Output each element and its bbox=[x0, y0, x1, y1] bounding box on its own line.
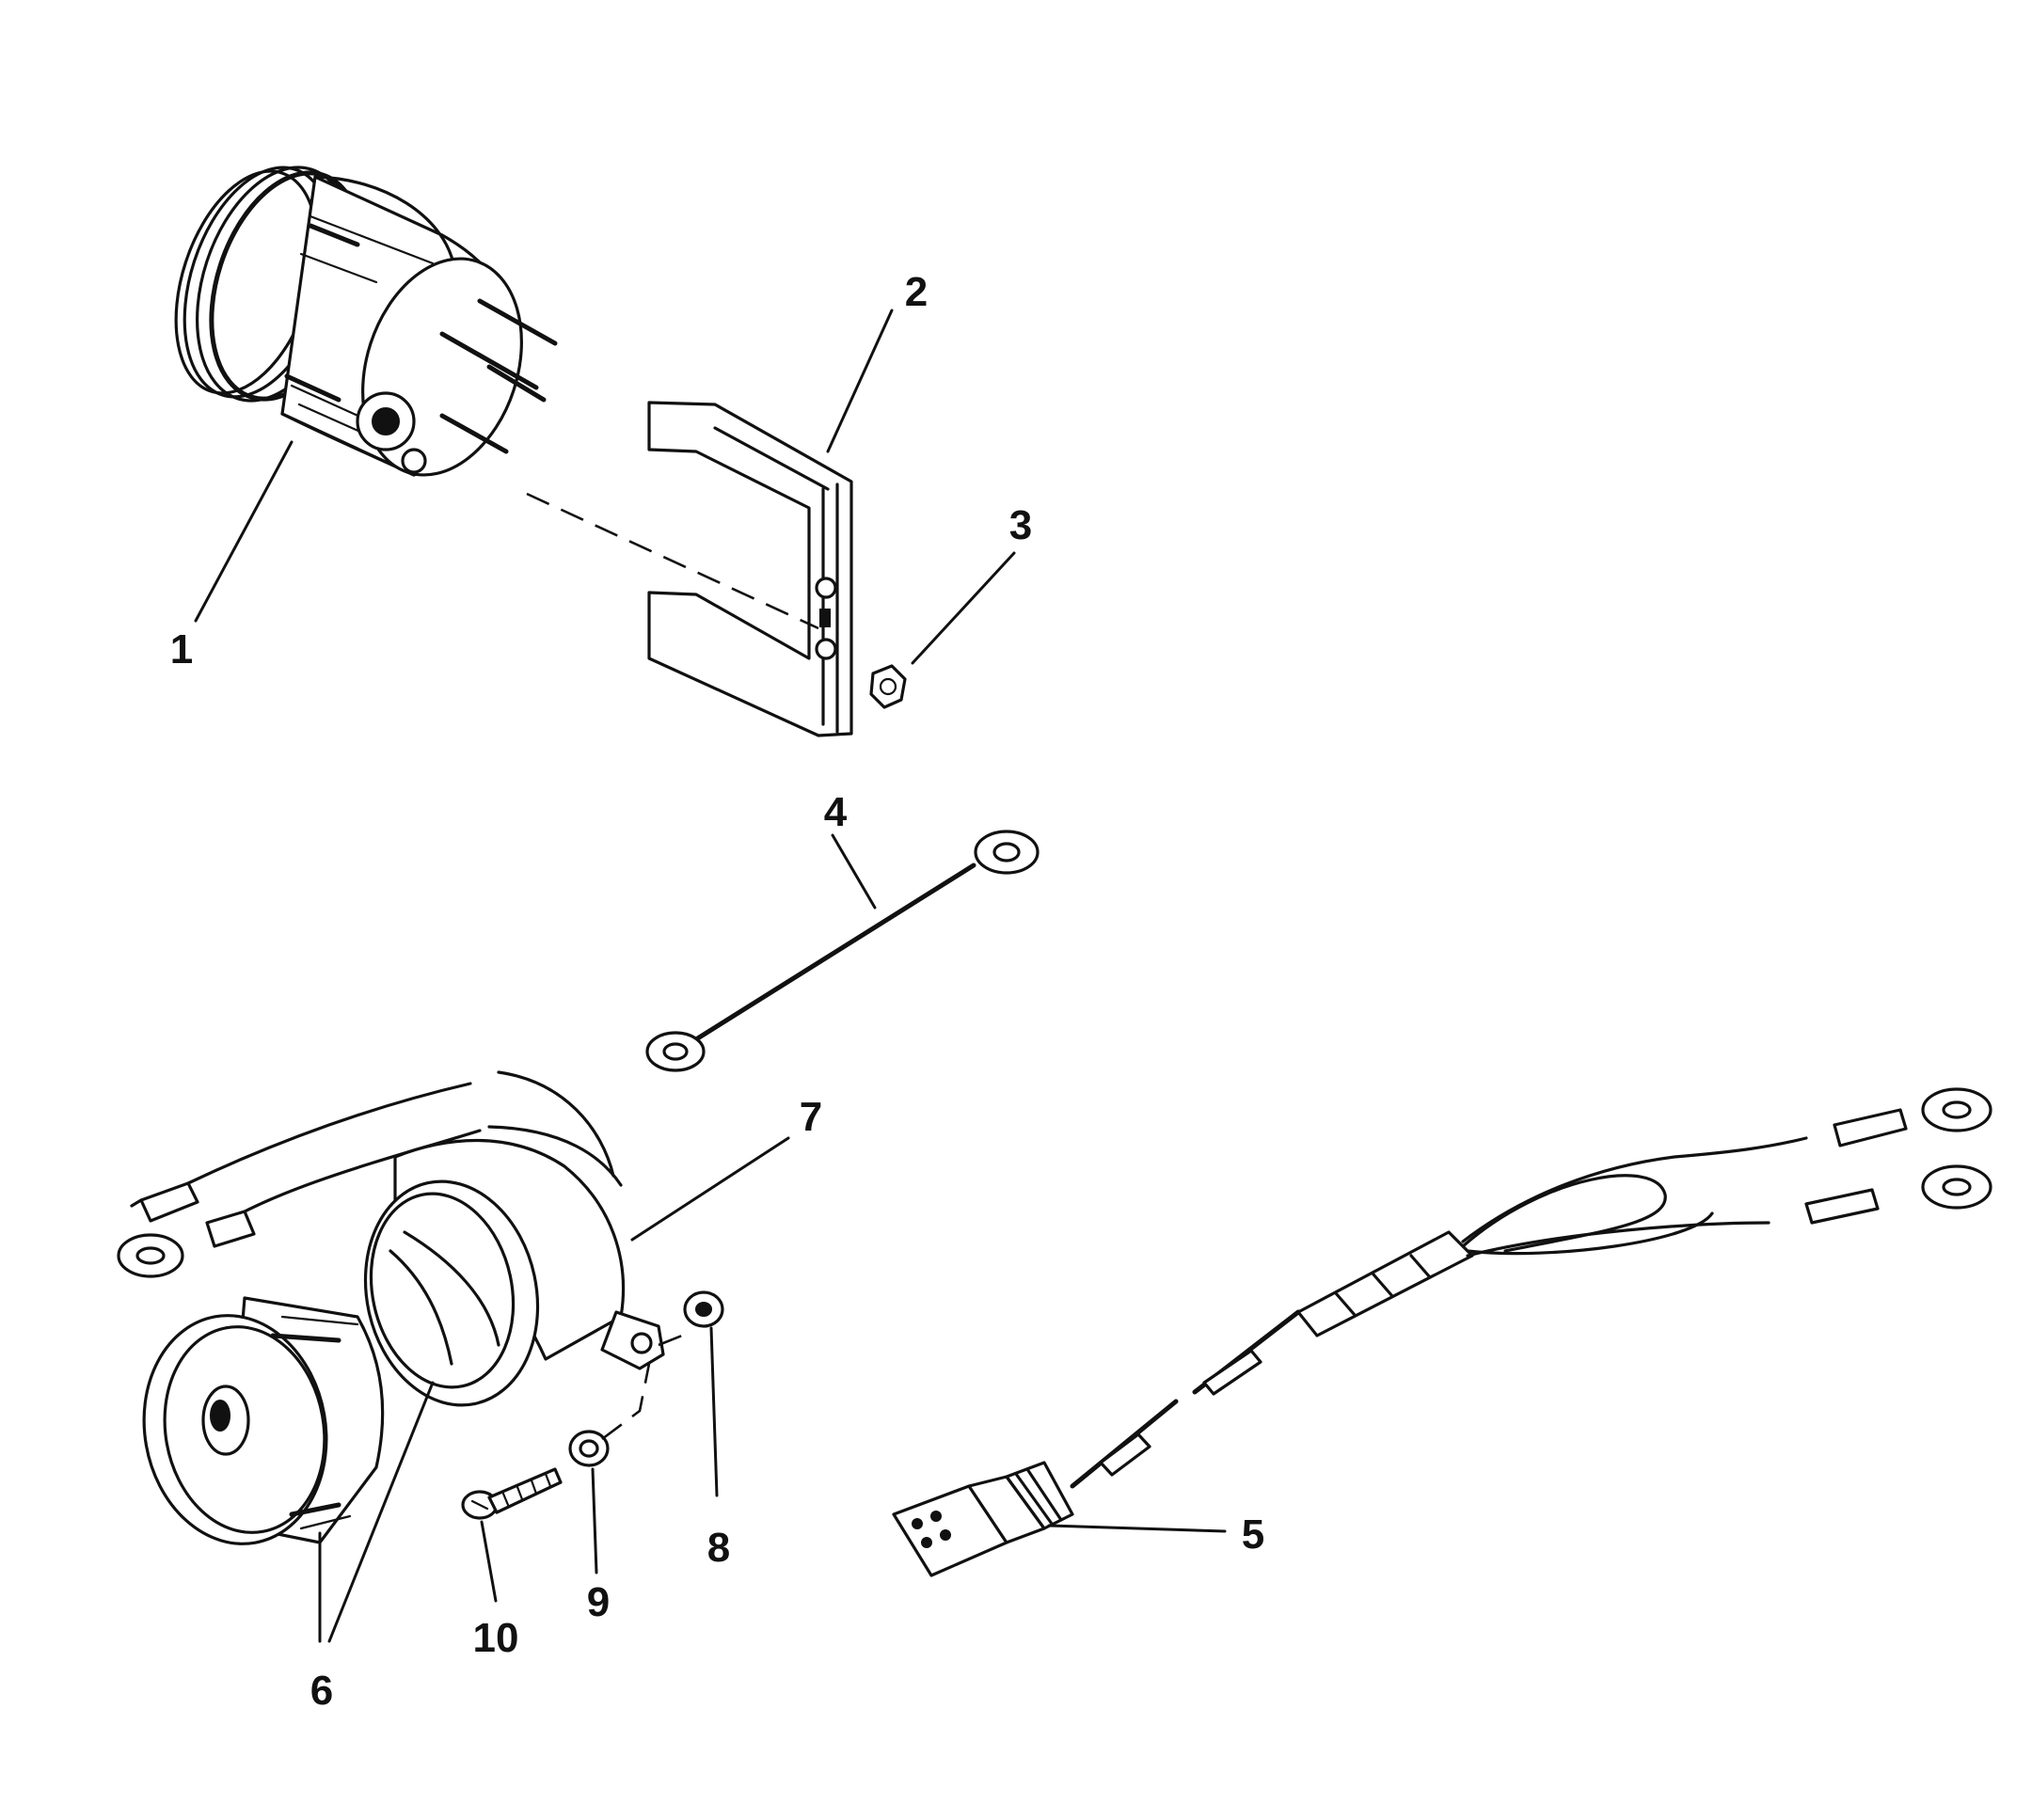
leader-line-6b bbox=[327, 1381, 435, 1643]
gauge-icon bbox=[174, 166, 558, 477]
screw-icon bbox=[461, 1467, 563, 1520]
callout-10: 10 bbox=[473, 1615, 519, 1661]
callout-6: 6 bbox=[310, 1668, 333, 1714]
callout-1: 1 bbox=[170, 626, 193, 673]
callout-4: 4 bbox=[824, 789, 848, 835]
ground-wire-icon bbox=[645, 830, 1040, 1072]
bracket-housing-icon bbox=[117, 1070, 665, 1407]
leader-line-9 bbox=[591, 1467, 598, 1575]
assembly-line bbox=[658, 1332, 688, 1347]
leader-line-8 bbox=[709, 1326, 719, 1497]
leader-line-3 bbox=[911, 551, 1016, 665]
callout-5: 5 bbox=[1242, 1511, 1264, 1558]
leader-line-2 bbox=[826, 309, 894, 453]
nut-icon bbox=[869, 664, 907, 709]
callout-7: 7 bbox=[800, 1094, 822, 1140]
assembly-line bbox=[526, 492, 819, 630]
callout-9: 9 bbox=[587, 1579, 610, 1625]
wiring-harness-icon bbox=[892, 1087, 1992, 1577]
leader-line-4 bbox=[831, 833, 877, 910]
leader-line-1 bbox=[194, 440, 294, 623]
light-socket-icon bbox=[142, 1296, 385, 1545]
leader-line-5 bbox=[1047, 1524, 1227, 1533]
callout-3: 3 bbox=[1009, 502, 1032, 548]
callout-2: 2 bbox=[905, 269, 928, 315]
assembly-line bbox=[601, 1363, 651, 1441]
leader-line-10 bbox=[480, 1520, 498, 1603]
callout-8: 8 bbox=[707, 1525, 730, 1571]
washer-icon bbox=[568, 1430, 610, 1467]
nut-icon bbox=[683, 1290, 724, 1328]
mounting-bracket-icon bbox=[647, 401, 853, 737]
leader-line-7 bbox=[630, 1136, 790, 1242]
